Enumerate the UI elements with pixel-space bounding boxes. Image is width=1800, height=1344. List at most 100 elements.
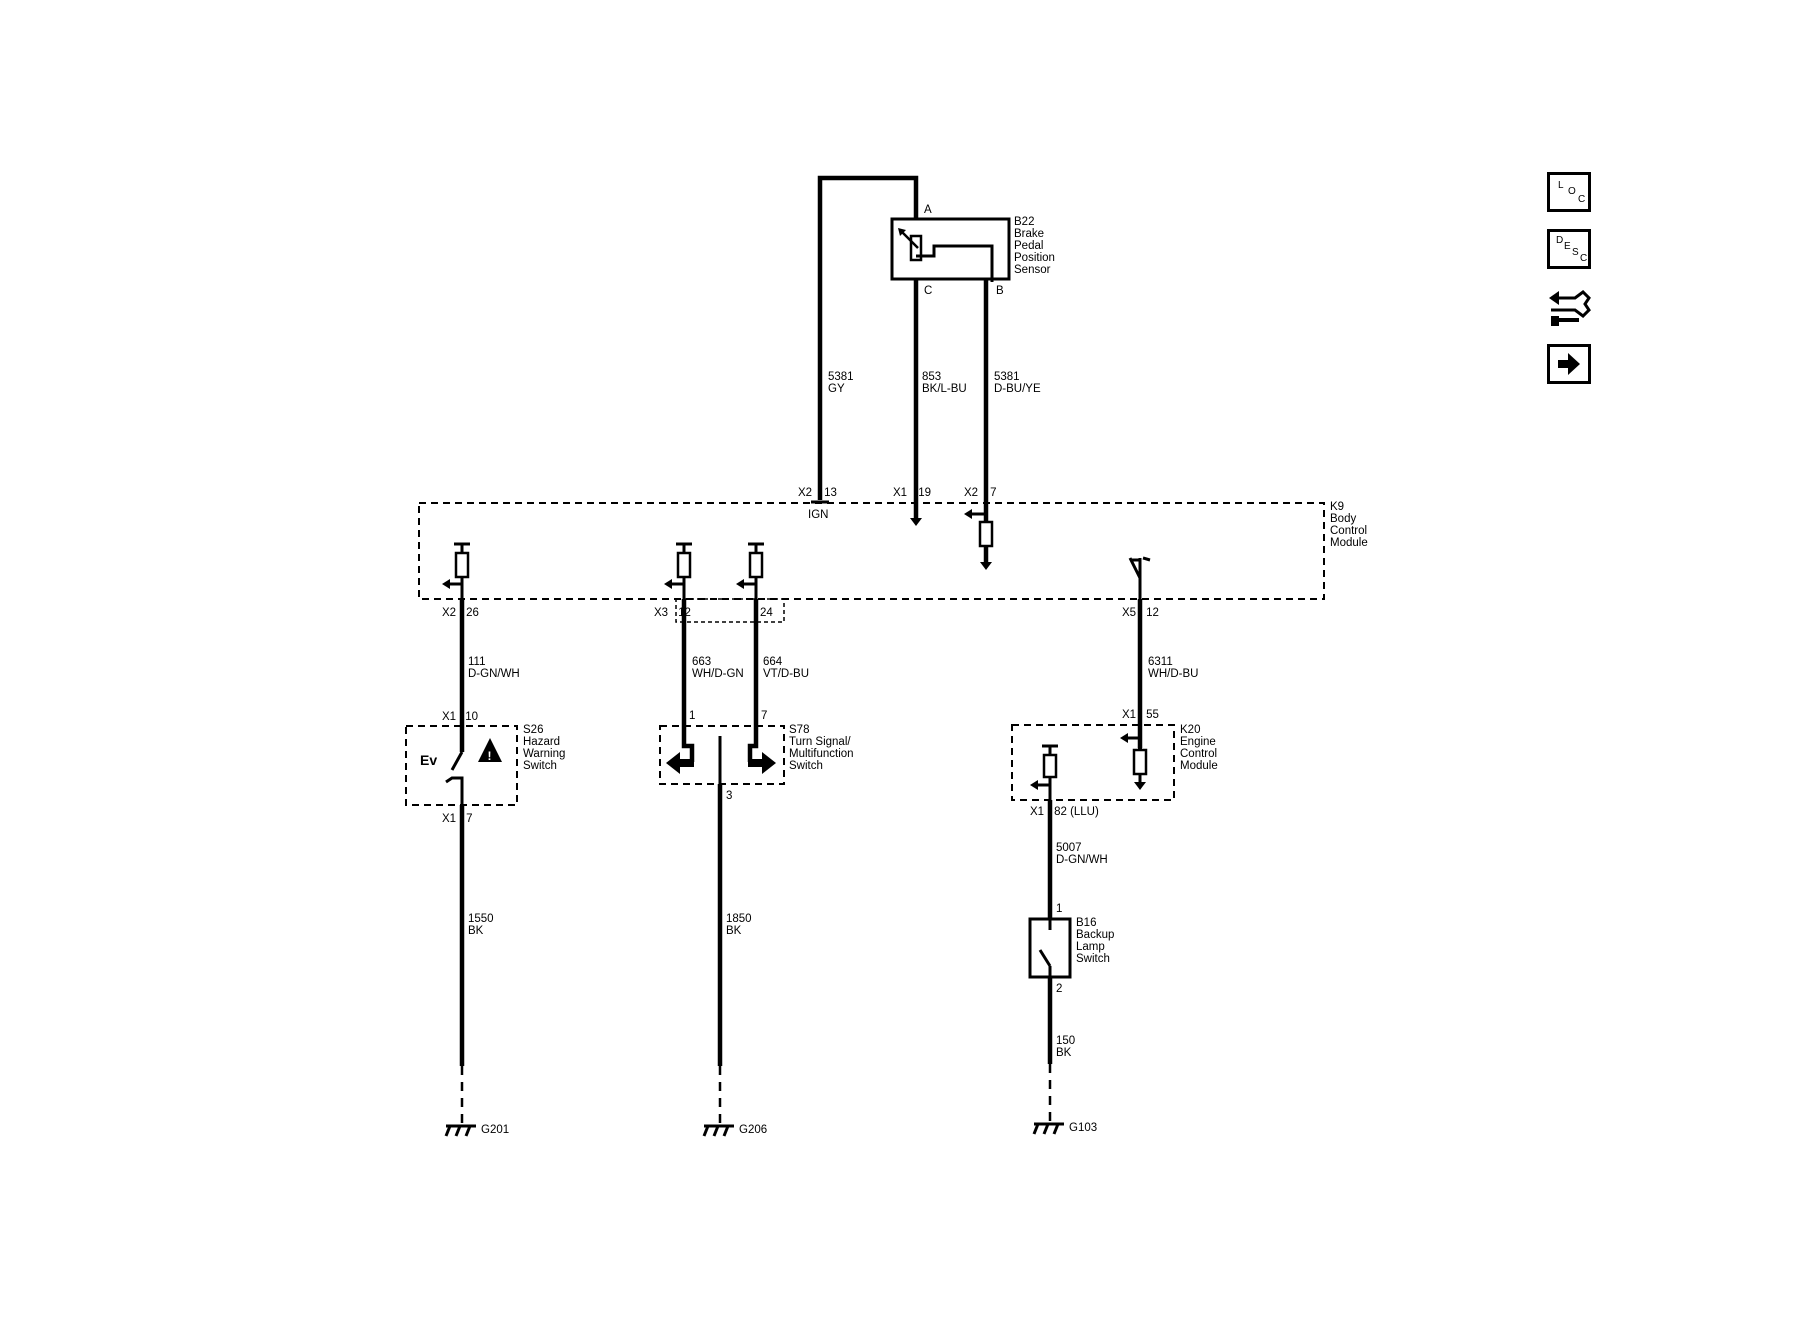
description-letter: D xyxy=(1556,235,1564,246)
location-letter: O xyxy=(1568,186,1576,197)
b16-pin-1: 1 xyxy=(1056,903,1062,915)
b22-wiper xyxy=(916,244,994,282)
b22-resistor xyxy=(909,234,923,262)
connector-view-icon xyxy=(1549,290,1591,326)
k20-boundary xyxy=(1011,724,1175,801)
k9-x2-26-driver xyxy=(442,542,470,599)
b22-arrow-head xyxy=(898,228,906,236)
left-arrow-icon xyxy=(666,752,694,774)
wire-664[interactable] xyxy=(747,599,759,762)
ground-tine xyxy=(1032,1123,1040,1135)
k20-x1-55-resistor xyxy=(1132,748,1148,776)
description-letter: S xyxy=(1572,247,1579,258)
k9-x5-12-switch xyxy=(1128,556,1151,599)
k9-x3-12-driver xyxy=(664,542,692,599)
ground-tine xyxy=(1052,1123,1060,1135)
k9-x3-connector-box xyxy=(675,598,785,623)
conn-k9-x3-24: 24 xyxy=(760,607,773,619)
wire-label-663: 663 WH/D-GN xyxy=(692,656,744,680)
description-letter: C xyxy=(1580,253,1588,264)
wire-label-150: 150 BK xyxy=(1056,1035,1078,1059)
ground-tine xyxy=(464,1125,472,1137)
s26-label: S26 Hazard Warning Switch xyxy=(523,724,569,772)
wire-label-5381-dbu: 5381 D-BU/YE xyxy=(994,371,1041,395)
ground-label: G201 xyxy=(481,1124,509,1136)
wire-label-1550: 1550 BK xyxy=(468,913,497,937)
b16-backup-lamp-switch[interactable]: 1 2 B16 Backup Lamp Switch xyxy=(1028,903,1118,995)
conn-s78-7: 7 xyxy=(761,710,767,722)
b22-label: B22 Brake Pedal Position Sensor xyxy=(1014,216,1058,276)
wire-5381-gy[interactable] xyxy=(817,175,919,500)
k9-ign-label: IGN xyxy=(808,509,828,521)
ground-g206[interactable]: G206 xyxy=(702,1124,767,1137)
wire-label-5381-gy: 5381 GY xyxy=(828,371,857,395)
ground-g201[interactable]: G201 xyxy=(444,1124,509,1137)
wire-663[interactable] xyxy=(681,599,695,762)
wire-label-664: 664 VT/D-BU xyxy=(763,656,809,680)
b22-body xyxy=(890,217,1011,281)
warning-triangle-icon xyxy=(478,738,502,762)
connector-view-button[interactable] xyxy=(1545,284,1593,334)
wire-label-5007: 5007 D-GN/WH xyxy=(1056,842,1108,866)
ground-label: G206 xyxy=(739,1124,767,1136)
description-button[interactable]: D E S C xyxy=(1547,229,1591,269)
k9-x3-24-driver xyxy=(736,542,764,599)
ground-g103[interactable]: G103 xyxy=(1032,1122,1097,1135)
s78-pin-3: 3 xyxy=(726,790,732,802)
s26-contact-blade xyxy=(450,751,464,771)
k9-boundary xyxy=(418,502,1325,600)
k20-x1-55-tap-arrow xyxy=(1120,733,1128,743)
k20-x1-82-tap-arrow xyxy=(1030,780,1038,790)
ground-tine xyxy=(702,1125,710,1137)
description-letter: E xyxy=(1564,241,1571,252)
location-letter: C xyxy=(1578,194,1586,205)
s78-turn-signal-multifunction-switch[interactable]: 1 7 3 S78 Turn Signal/ Multifunction Swi… xyxy=(659,710,857,802)
b22-brake-pedal-position-sensor[interactable]: A C B B22 Brake Pedal Position Sensor xyxy=(890,204,1058,297)
wire-label-111: 111 D-GN/WH xyxy=(468,656,520,680)
next-page-button[interactable] xyxy=(1547,344,1591,384)
k20-label: K20 Engine Control Module xyxy=(1180,724,1220,772)
b16-contact-blade xyxy=(1038,949,1052,967)
ground-tine xyxy=(1042,1123,1050,1135)
b16-label: B16 Backup Lamp Switch xyxy=(1076,917,1118,965)
s26-lower-contact xyxy=(445,776,464,805)
ground-tine xyxy=(444,1125,452,1137)
k9-label: K9 Body Control Module xyxy=(1330,501,1370,549)
k9-x1-19-arrow xyxy=(910,518,922,526)
b22-pin-a: A xyxy=(924,204,932,216)
k20-x1-82-resistor xyxy=(1042,753,1058,779)
right-arrow-icon xyxy=(1558,353,1580,375)
right-arrow-icon xyxy=(748,752,776,774)
s26-momentary-icon: Ev xyxy=(420,752,437,768)
s78-label: S78 Turn Signal/ Multifunction Switch xyxy=(789,724,857,772)
ground-tine xyxy=(712,1125,720,1137)
b22-pin-c: C xyxy=(924,285,932,297)
ground-label: G103 xyxy=(1069,1122,1097,1134)
ground-tine xyxy=(454,1125,462,1137)
k9-x2-7-tap-arrow xyxy=(964,509,972,519)
b16-pin-2: 2 xyxy=(1056,983,1062,995)
conn-s78-1: 1 xyxy=(689,710,695,722)
warning-triangle-mark: ! xyxy=(488,749,492,763)
k9-x2-7-resistor xyxy=(978,520,994,548)
wire-label-6311: 6311 WH/D-BU xyxy=(1148,656,1198,680)
k9-x2-7-arrow xyxy=(980,562,992,570)
location-button[interactable]: L O C xyxy=(1547,172,1591,212)
b22-pin-b: B xyxy=(996,285,1004,297)
wire-label-1850: 1850 BK xyxy=(726,913,755,937)
k20-x1-55-arrow xyxy=(1134,782,1146,790)
wire-label-853: 853 BK/L-BU xyxy=(922,371,967,395)
